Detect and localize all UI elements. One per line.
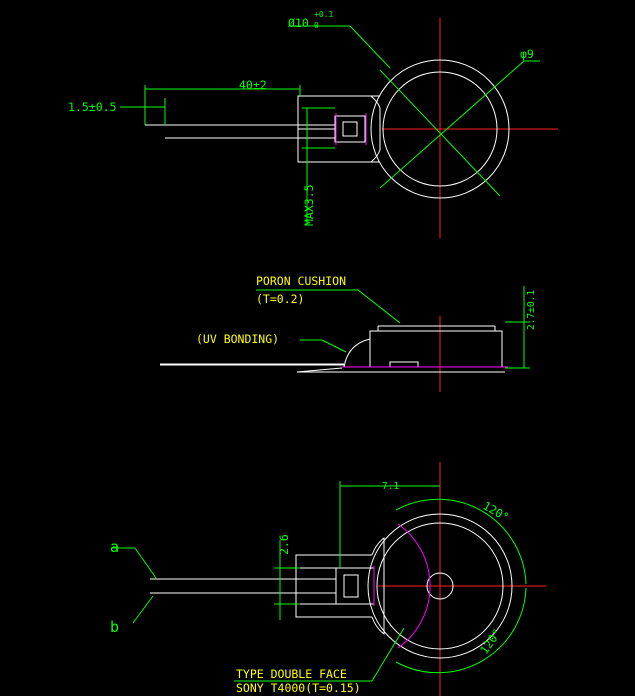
side-view-flex-strip [296, 367, 505, 373]
side-height-label: 2.7±0.1 [526, 290, 537, 330]
top-view-motor-body [370, 59, 510, 199]
uv-bonding-label: (UV BONDING) [196, 332, 279, 346]
bottom-view-tape-marks [373, 523, 431, 649]
tape-type-label: TYPE DOUBLE FACE [236, 667, 347, 681]
bottom-view-dimensions [111, 481, 527, 682]
poron-thickness-label: (T=0.2) [256, 292, 304, 306]
poron-cushion-label: PORON CUSHION [256, 274, 346, 288]
bottom-view-wires [150, 578, 336, 594]
top-view [120, 18, 558, 238]
top-max-height-label: MAX3.5 [302, 184, 316, 226]
top-diameter-tol-lower: 0 [314, 21, 319, 30]
top-view-contact-marks [335, 113, 367, 145]
wire-b-label: b [110, 618, 119, 636]
top-view-center-lines [382, 18, 558, 238]
top-phi9-label: φ9 [520, 47, 534, 61]
bottom-view-motor-body [367, 513, 513, 659]
wire-a-label: a [110, 538, 119, 556]
top-length-label: 40±2 [239, 78, 267, 92]
side-view-dimensions [256, 286, 530, 369]
top-view-connector [297, 95, 381, 163]
top-view-dimensions [120, 25, 540, 225]
tape-spec-label: SONY T4000(T=0.15) [236, 681, 361, 695]
bottom-view-connector [295, 536, 385, 636]
bottom-view-center-lines [378, 462, 546, 696]
bottom-offset-label: 7.1 [382, 481, 399, 492]
bottom-view [111, 462, 546, 696]
top-strip-label: 1.5±0.5 [68, 100, 116, 114]
top-diameter-label: Ø10 [288, 16, 309, 30]
top-diameter-tol-upper: +0.1 [314, 10, 333, 19]
side-view [160, 286, 530, 392]
bottom-gap-label: 2.6 [277, 534, 291, 555]
